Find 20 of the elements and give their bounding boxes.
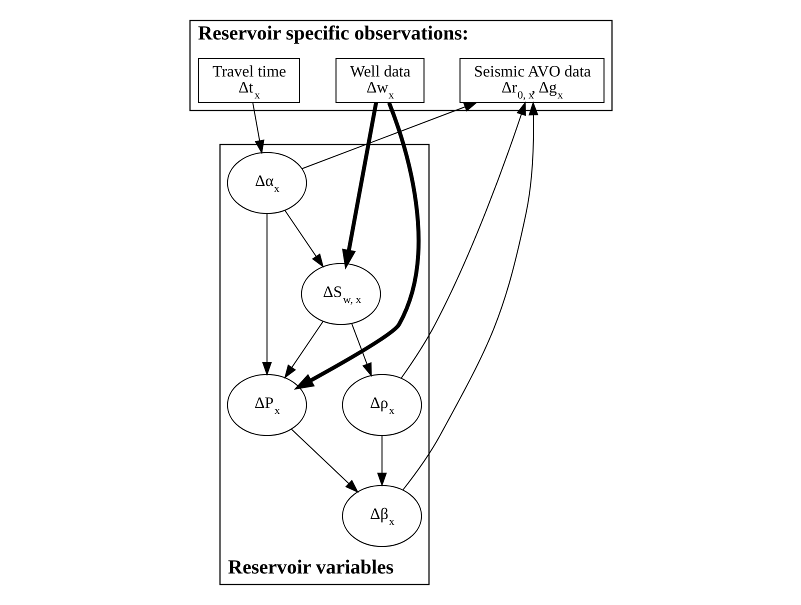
node-box: Seismic AVO data Δr$_{0, x}$, Δg$_{x}$ <box>459 58 604 103</box>
node-ellipse: ΔP$_{x}$ <box>226 374 306 436</box>
arrow <box>284 210 324 268</box>
node-ellipse: Δα$_{x}$ <box>226 152 306 214</box>
arrow <box>284 320 324 379</box>
arrow <box>290 428 358 493</box>
arrow <box>402 101 538 490</box>
arrow <box>262 213 272 376</box>
arrow <box>376 435 386 487</box>
arrow <box>400 101 526 378</box>
node-box: Well data Δw$_{x}$ <box>335 58 424 103</box>
arrow <box>350 323 372 377</box>
node-ellipse: Δρ$_{x}$ <box>342 374 422 436</box>
arrow <box>301 102 478 170</box>
node-ellipse: Δβ$_{x}$ <box>342 485 422 547</box>
arrow <box>342 102 378 270</box>
node-ellipse: ΔS$_{w, x}$ <box>300 263 380 325</box>
node-box: Travel time Δt$_{x}$ <box>198 58 300 103</box>
arrow <box>252 102 264 154</box>
arrow <box>293 102 420 390</box>
